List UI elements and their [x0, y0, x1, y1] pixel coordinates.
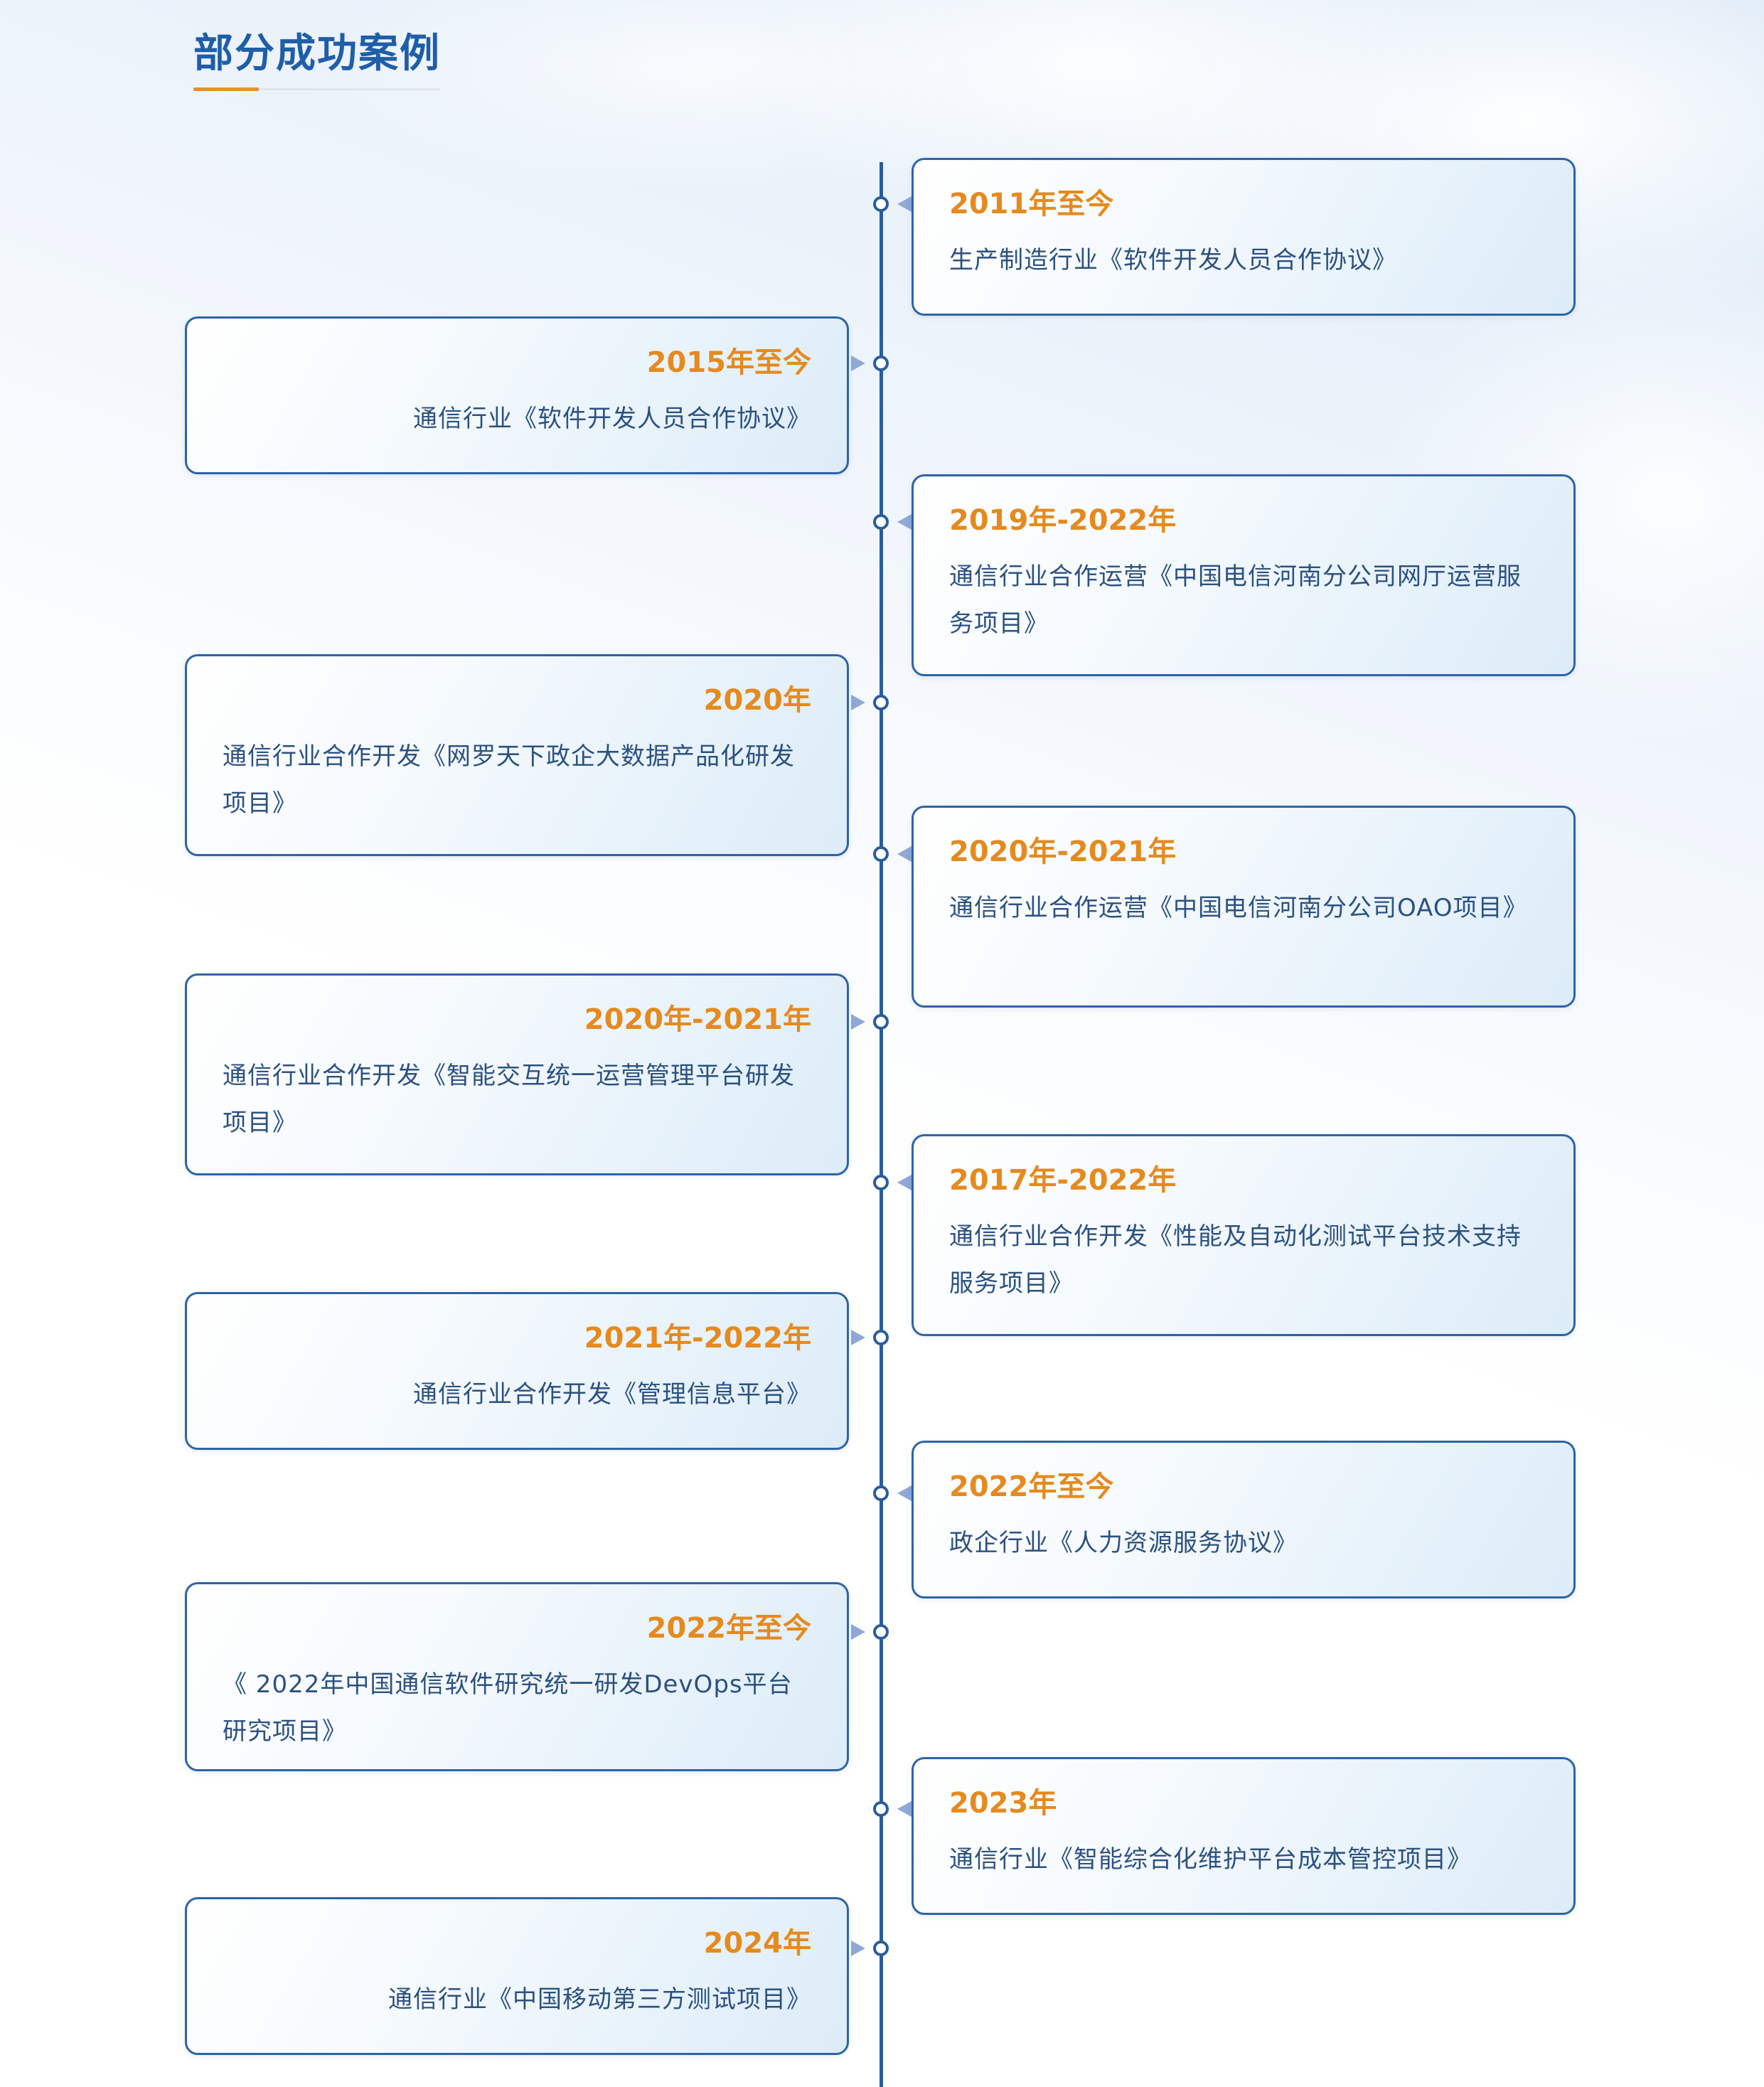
case-description: 通信行业合作开发《网罗天下政企大数据产品化研发项目》 [223, 742, 795, 818]
case-period: 2019年-2022年 [949, 504, 1177, 537]
case-period: 2022年至今 [646, 1612, 811, 1645]
case-card: 2015年至今 通信行业《软件开发人员合作协议》 [185, 316, 849, 474]
timeline-node [873, 1014, 889, 1030]
case-period: 2015年至今 [646, 346, 811, 379]
timeline-node [873, 1941, 889, 1956]
card-pointer [897, 1485, 912, 1501]
card-pointer [851, 1941, 865, 1956]
case-period: 2011年至今 [949, 188, 1114, 220]
case-card: 2020年-2021年 通信行业合作开发《智能交互统一运营管理平台研发项目》 [185, 973, 849, 1175]
timeline-node [873, 196, 889, 212]
case-card: 2022年至今 《 2022年中国通信软件研究统一研发DevOps平台研究项目》 [185, 1582, 849, 1771]
case-card: 2011年至今 生产制造行业《软件开发人员合作协议》 [912, 158, 1576, 316]
case-period: 2024年 [703, 1927, 811, 1960]
timeline-node [873, 1624, 889, 1640]
case-description: 通信行业合作开发《性能及自动化测试平台技术支持服务项目》 [949, 1222, 1522, 1298]
timeline-node [873, 695, 889, 710]
case-card: 2021年-2022年 通信行业合作开发《管理信息平台》 [185, 1292, 849, 1450]
case-period: 2020年-2021年 [584, 1003, 811, 1036]
case-period: 2022年至今 [949, 1470, 1114, 1503]
timeline-node [873, 1801, 889, 1817]
title-underline [193, 87, 439, 91]
card-pointer [851, 1624, 865, 1640]
timeline-axis [880, 162, 883, 2087]
title-underline-accent [193, 87, 259, 91]
case-card: 2024年 通信行业《中国移动第三方测试项目》 [185, 1897, 849, 2055]
case-card: 2020年 通信行业合作开发《网罗天下政企大数据产品化研发项目》 [185, 654, 849, 856]
timeline-node [873, 356, 889, 371]
case-description: 通信行业合作运营《中国电信河南分公司网厅运营服务项目》 [949, 562, 1522, 638]
card-pointer [851, 695, 865, 710]
case-card: 2020年-2021年 通信行业合作运营《中国电信河南分公司OAO项目》 [912, 806, 1576, 1008]
case-period: 2020年 [703, 684, 811, 717]
card-pointer [851, 1014, 865, 1030]
case-period: 2021年-2022年 [584, 1322, 811, 1355]
case-card: 2019年-2022年 通信行业合作运营《中国电信河南分公司网厅运营服务项目》 [912, 474, 1576, 676]
timeline-node [873, 1175, 889, 1190]
case-description: 通信行业《软件开发人员合作协议》 [413, 405, 811, 433]
card-pointer [897, 1175, 912, 1190]
case-description: 通信行业《智能综合化维护平台成本管控项目》 [949, 1845, 1472, 1874]
card-pointer [897, 196, 912, 212]
card-pointer [897, 514, 912, 530]
card-pointer [897, 846, 912, 862]
case-card: 2023年 通信行业《智能综合化维护平台成本管控项目》 [912, 1757, 1576, 1915]
case-period: 2017年-2022年 [949, 1164, 1177, 1197]
case-period: 2023年 [949, 1787, 1057, 1820]
case-description: 《 2022年中国通信软件研究统一研发DevOps平台研究项目》 [223, 1670, 793, 1746]
case-description: 政企行业《人力资源服务协议》 [949, 1529, 1298, 1557]
timeline-node [873, 1485, 889, 1501]
case-period: 2020年-2021年 [949, 836, 1177, 868]
timeline-node [873, 846, 889, 862]
case-description: 通信行业《中国移动第三方测试项目》 [388, 1985, 811, 2014]
case-card: 2017年-2022年 通信行业合作开发《性能及自动化测试平台技术支持服务项目》 [912, 1134, 1576, 1336]
timeline-node [873, 514, 889, 530]
case-description: 通信行业合作开发《智能交互统一运营管理平台研发项目》 [223, 1062, 795, 1137]
section-title: 部分成功案例 [193, 31, 441, 77]
timeline-node [873, 1330, 889, 1345]
case-card: 2022年至今 政企行业《人力资源服务协议》 [912, 1441, 1576, 1598]
case-description: 通信行业合作运营《中国电信河南分公司OAO项目》 [949, 894, 1528, 922]
case-description: 通信行业合作开发《管理信息平台》 [413, 1380, 811, 1409]
card-pointer [897, 1801, 912, 1817]
card-pointer [851, 356, 865, 371]
card-pointer [851, 1330, 865, 1345]
case-description: 生产制造行业《软件开发人员合作协议》 [949, 246, 1397, 274]
